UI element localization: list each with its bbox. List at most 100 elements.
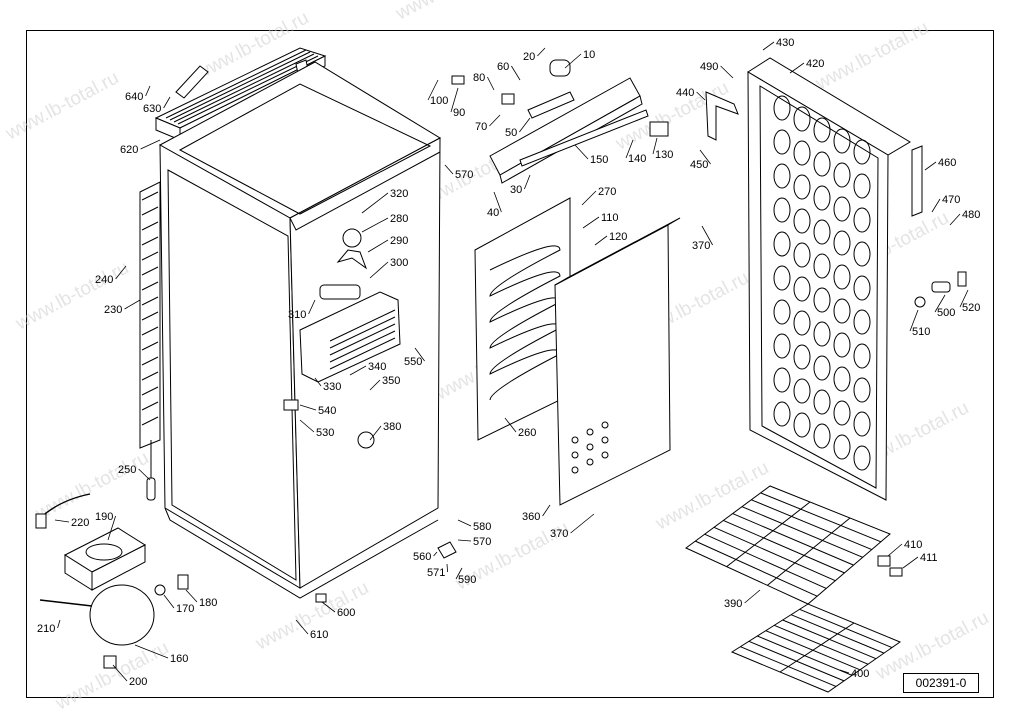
leader-line (138, 468, 151, 481)
part-number-label: 490 (700, 61, 718, 73)
part-number-label: 510 (912, 326, 930, 338)
part-number-label: 150 (590, 154, 608, 166)
part-number-label: 170 (176, 603, 194, 615)
leader-line (163, 594, 175, 609)
leader-line (789, 62, 805, 74)
leader-line (504, 417, 517, 433)
leader-line (493, 191, 502, 213)
leader-line (701, 225, 713, 246)
part-number-label: 230 (104, 304, 122, 316)
leader-line (909, 309, 919, 332)
door-hole (773, 197, 791, 223)
part-number-label: 250 (118, 464, 136, 476)
door-hole (853, 173, 871, 199)
leader-line (762, 41, 775, 51)
condenser-part (139, 181, 161, 501)
leader-line (299, 404, 317, 411)
leader-line (299, 419, 315, 433)
door-hole (793, 344, 811, 370)
leader-line (321, 601, 336, 613)
bracket-part (315, 593, 327, 603)
door-hole (853, 275, 871, 301)
relay-part (177, 574, 189, 590)
door-hole (853, 309, 871, 335)
door-hole (813, 117, 831, 143)
leader-line (487, 76, 495, 91)
leader-line (314, 377, 322, 387)
leader-line (163, 96, 171, 109)
leader-line (54, 519, 70, 523)
door-hole (813, 185, 831, 211)
part-number-label: 120 (609, 231, 627, 243)
leader-line (414, 347, 425, 362)
shelf-wire (751, 499, 872, 551)
part-number-label: 430 (776, 37, 794, 49)
door-hole (813, 321, 831, 347)
shelf-wire (732, 513, 854, 566)
compressor-part (39, 584, 155, 669)
door-hole (773, 95, 791, 121)
door-hole (813, 355, 831, 381)
door-hole (773, 231, 791, 257)
leader-line (699, 149, 711, 165)
leader-line (519, 117, 531, 133)
leader-line (185, 589, 198, 603)
leader-line (124, 299, 141, 310)
leader-line (839, 669, 850, 674)
part-number-label: 240 (95, 274, 113, 286)
door-hole (793, 106, 811, 132)
watermark-text: www.lb-total.ru (52, 637, 173, 715)
part-number-label: 130 (655, 149, 673, 161)
door-hole (773, 265, 791, 291)
leader-line (308, 299, 316, 315)
door-hole (813, 151, 831, 177)
part-number-label: 290 (390, 235, 408, 247)
part-number-label: 420 (806, 58, 824, 70)
leader-line (433, 551, 438, 557)
door-hole (833, 264, 851, 290)
door-hole (853, 241, 871, 267)
leader-line (511, 65, 521, 81)
drawing-frame (26, 30, 994, 698)
part-number-label: 640 (125, 91, 143, 103)
part-number-label: 260 (518, 427, 536, 439)
part-number-label: 20 (523, 51, 535, 63)
leader-line (457, 519, 472, 527)
part-number-label: 570 (473, 536, 491, 548)
leader-line (369, 379, 381, 391)
door-hole (853, 445, 871, 471)
part-number-label: 380 (383, 421, 401, 433)
watermark-text: www.lb-total.ru (12, 257, 133, 335)
part-number-label: 410 (904, 539, 922, 551)
part-number-label: 580 (473, 521, 491, 533)
leader-line (369, 425, 382, 441)
leader-line (145, 85, 151, 97)
part-number-label: 520 (962, 302, 980, 314)
part-number-label: 30 (510, 184, 522, 196)
rear-cover-panel (554, 217, 681, 506)
part-number-label: 411 (920, 552, 938, 564)
leader-line (450, 87, 459, 113)
leader-line (931, 198, 941, 213)
door-hole (833, 332, 851, 358)
leader-line (115, 265, 127, 280)
leader-line (524, 174, 531, 190)
part-number-label: 550 (404, 356, 422, 368)
shelf-wire (726, 501, 811, 568)
leader-line (570, 513, 595, 534)
part-number-label: 90 (453, 107, 465, 119)
door-hole (793, 174, 811, 200)
door-hole (793, 140, 811, 166)
part-number-label: 100 (430, 95, 448, 107)
door-hole (813, 423, 831, 449)
leader-line (581, 190, 597, 206)
part-number-label: 630 (143, 103, 161, 115)
part-number-label: 350 (382, 375, 400, 387)
leader-line (537, 47, 546, 57)
shelf-wire (713, 526, 836, 582)
part-number-label: 160 (170, 653, 188, 665)
leader-line (112, 664, 128, 682)
part-number-label: 400 (851, 668, 869, 680)
leader-line (57, 619, 61, 629)
part-number-label: 390 (724, 598, 742, 610)
